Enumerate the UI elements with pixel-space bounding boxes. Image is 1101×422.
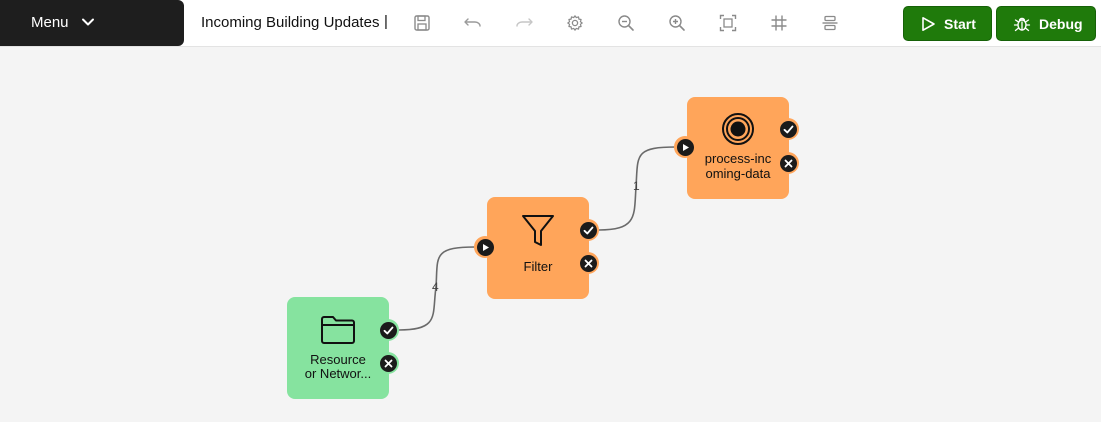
edge-resource-to-filter[interactable]	[398, 246, 476, 331]
close-icon	[784, 159, 792, 167]
folder-icon	[321, 316, 355, 344]
edge-count-label: 4	[432, 280, 439, 294]
failure-port[interactable]	[577, 252, 599, 274]
play-icon	[682, 143, 689, 151]
close-icon	[384, 359, 392, 367]
node-label: or Networ...	[304, 366, 372, 381]
filter-icon	[522, 215, 554, 246]
edge-count-label: 1	[633, 179, 640, 193]
node-label: Filter	[523, 259, 553, 274]
start-button[interactable]: Start	[903, 6, 992, 41]
undo-button[interactable]	[461, 11, 485, 35]
node-label: oming-data	[705, 166, 771, 181]
undo-icon	[464, 18, 481, 27]
start-label: Start	[944, 15, 976, 32]
failure-port[interactable]	[777, 152, 799, 174]
grid-button[interactable]	[767, 11, 791, 35]
success-port[interactable]	[377, 319, 399, 341]
workflow-canvas[interactable]: 4 1 Resource or Networ... Filter process…	[0, 47, 1101, 422]
node-label: process-inc	[704, 151, 772, 166]
fit-view-button[interactable]	[716, 11, 740, 35]
align-button[interactable]	[818, 11, 842, 35]
top-toolbar: Menu Incoming Building Updates | Start D…	[0, 0, 1101, 47]
check-icon	[783, 125, 793, 133]
redo-icon	[516, 18, 533, 27]
debug-label: Debug	[1039, 15, 1083, 32]
zoom-out-button[interactable]	[614, 11, 638, 35]
fit-view-icon	[719, 14, 737, 32]
play-icon	[922, 16, 935, 31]
node-label: Resource	[310, 352, 366, 367]
edge-filter-to-process[interactable]	[598, 146, 677, 231]
success-port[interactable]	[577, 219, 599, 241]
input-port[interactable]	[674, 136, 696, 158]
menu-label: Menu	[31, 14, 69, 31]
close-icon	[584, 259, 592, 267]
bug-icon	[1013, 17, 1031, 31]
redo-button[interactable]	[512, 11, 536, 35]
play-icon	[482, 243, 489, 251]
node-resource[interactable]: Resource or Networ...	[287, 297, 389, 399]
align-icon	[822, 15, 838, 31]
success-port[interactable]	[777, 118, 799, 140]
failure-port[interactable]	[377, 352, 399, 374]
input-port[interactable]	[474, 236, 496, 258]
target-icon	[722, 113, 754, 145]
settings-button[interactable]	[563, 11, 587, 35]
zoom-out-icon	[618, 15, 634, 31]
zoom-in-button[interactable]	[665, 11, 689, 35]
grid-icon	[771, 15, 787, 31]
edges-layer	[398, 146, 677, 331]
check-icon	[383, 326, 393, 334]
menu-button[interactable]: Menu	[0, 0, 184, 46]
check-icon	[583, 226, 593, 234]
zoom-in-icon	[669, 15, 685, 31]
node-filter[interactable]: Filter	[487, 197, 589, 299]
settings-icon	[567, 15, 583, 31]
workflow-title[interactable]: Incoming Building Updates	[201, 14, 380, 31]
chevron-down-icon	[82, 18, 94, 26]
title-separator: |	[384, 13, 388, 30]
node-process-incoming-data[interactable]: process-inc oming-data	[687, 97, 789, 199]
debug-button[interactable]: Debug	[996, 6, 1096, 41]
save-button[interactable]	[410, 11, 434, 35]
save-icon	[414, 15, 430, 31]
